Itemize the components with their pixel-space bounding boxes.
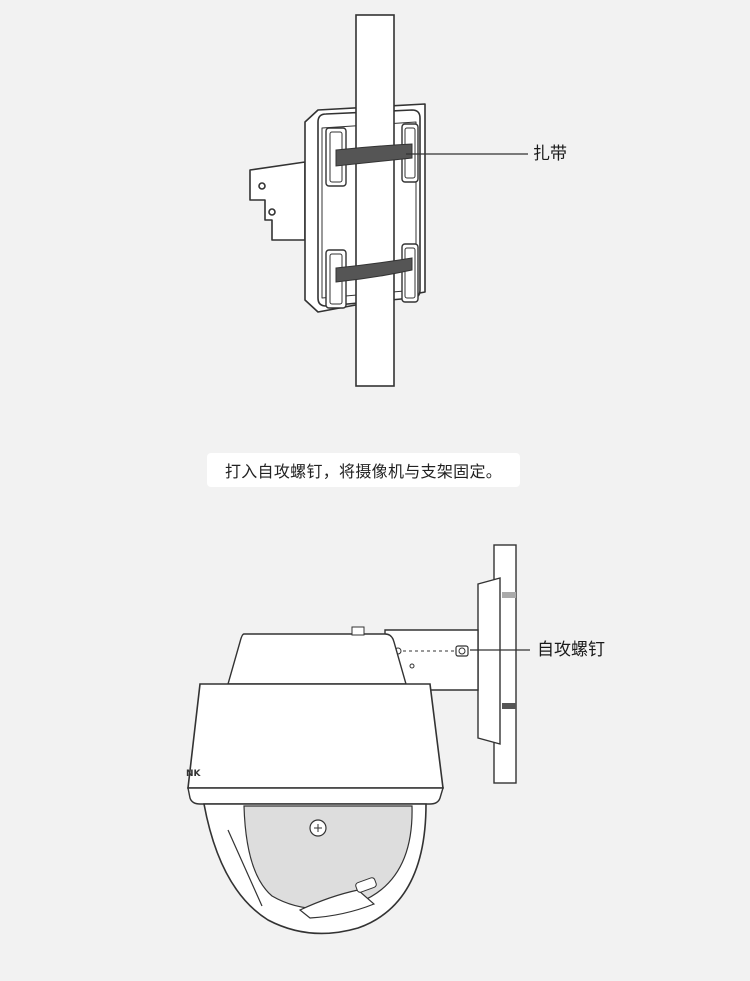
instruction-text: 打入自攻螺钉，将摄像机与支架固定。 <box>224 462 503 481</box>
camera-base-ring <box>187 787 444 805</box>
flange-hole <box>268 208 276 216</box>
camera-top-housing <box>227 633 407 685</box>
self-tapping-screw <box>455 645 469 657</box>
wall-plate <box>477 577 501 745</box>
screw-label: 自攻螺钉 <box>537 640 605 660</box>
flange-hole <box>258 182 266 190</box>
lens-module <box>298 889 376 919</box>
pole <box>355 14 395 387</box>
camera-body <box>187 683 444 789</box>
camera-logo: NK <box>186 769 202 779</box>
cable-tie-upper <box>335 143 413 167</box>
pole-mount-illustration <box>249 14 528 387</box>
cable-tie-lower <box>335 257 413 283</box>
strap-label: 扎带 <box>533 144 567 164</box>
instruction-caption: 打入自攻螺钉，将摄像机与支架固定。 <box>207 453 520 487</box>
